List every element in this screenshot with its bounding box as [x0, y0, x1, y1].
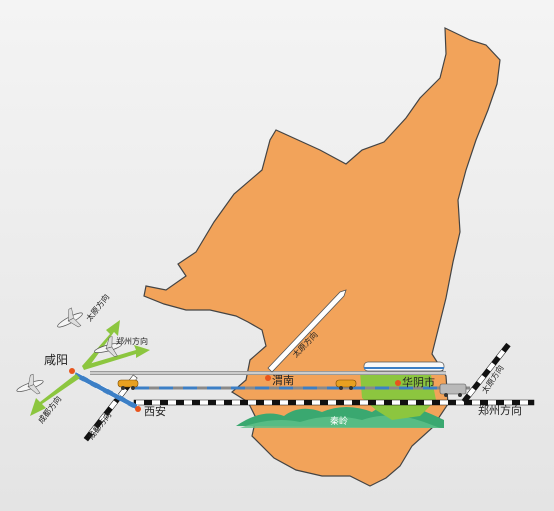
railway-main [133, 399, 535, 406]
railway-taiyuan [461, 342, 511, 404]
city-label-xianyang: 咸阳 [44, 353, 68, 367]
city-label-xian: 西安 [144, 404, 166, 418]
city-dot-xianyang [69, 368, 75, 374]
dir-zhengzhou-right: 郑州方向 [478, 403, 522, 417]
mountain-label: 秦岭 [330, 415, 348, 427]
city-dot-huayin [395, 380, 401, 386]
city-dot-weinan [265, 375, 271, 381]
green-arrows [30, 320, 150, 416]
bus-icon [439, 383, 467, 397]
taiyuan-arrow-mid [267, 289, 347, 373]
dir-zhengzhou-left: 郑州方向 [116, 336, 148, 346]
train-icon [363, 361, 445, 372]
airplane-icon [16, 373, 44, 395]
huayin-green-area [360, 370, 436, 420]
car-icon [117, 379, 139, 390]
airplane-icon [57, 307, 83, 328]
city-label-weinan: 渭南 [272, 374, 294, 387]
city-dot-xian [135, 406, 141, 412]
airplane-icon [94, 336, 122, 357]
city-label-huayin: 华阴市 [402, 375, 435, 389]
car-icon [335, 379, 357, 390]
railway-chengdu [83, 374, 138, 442]
